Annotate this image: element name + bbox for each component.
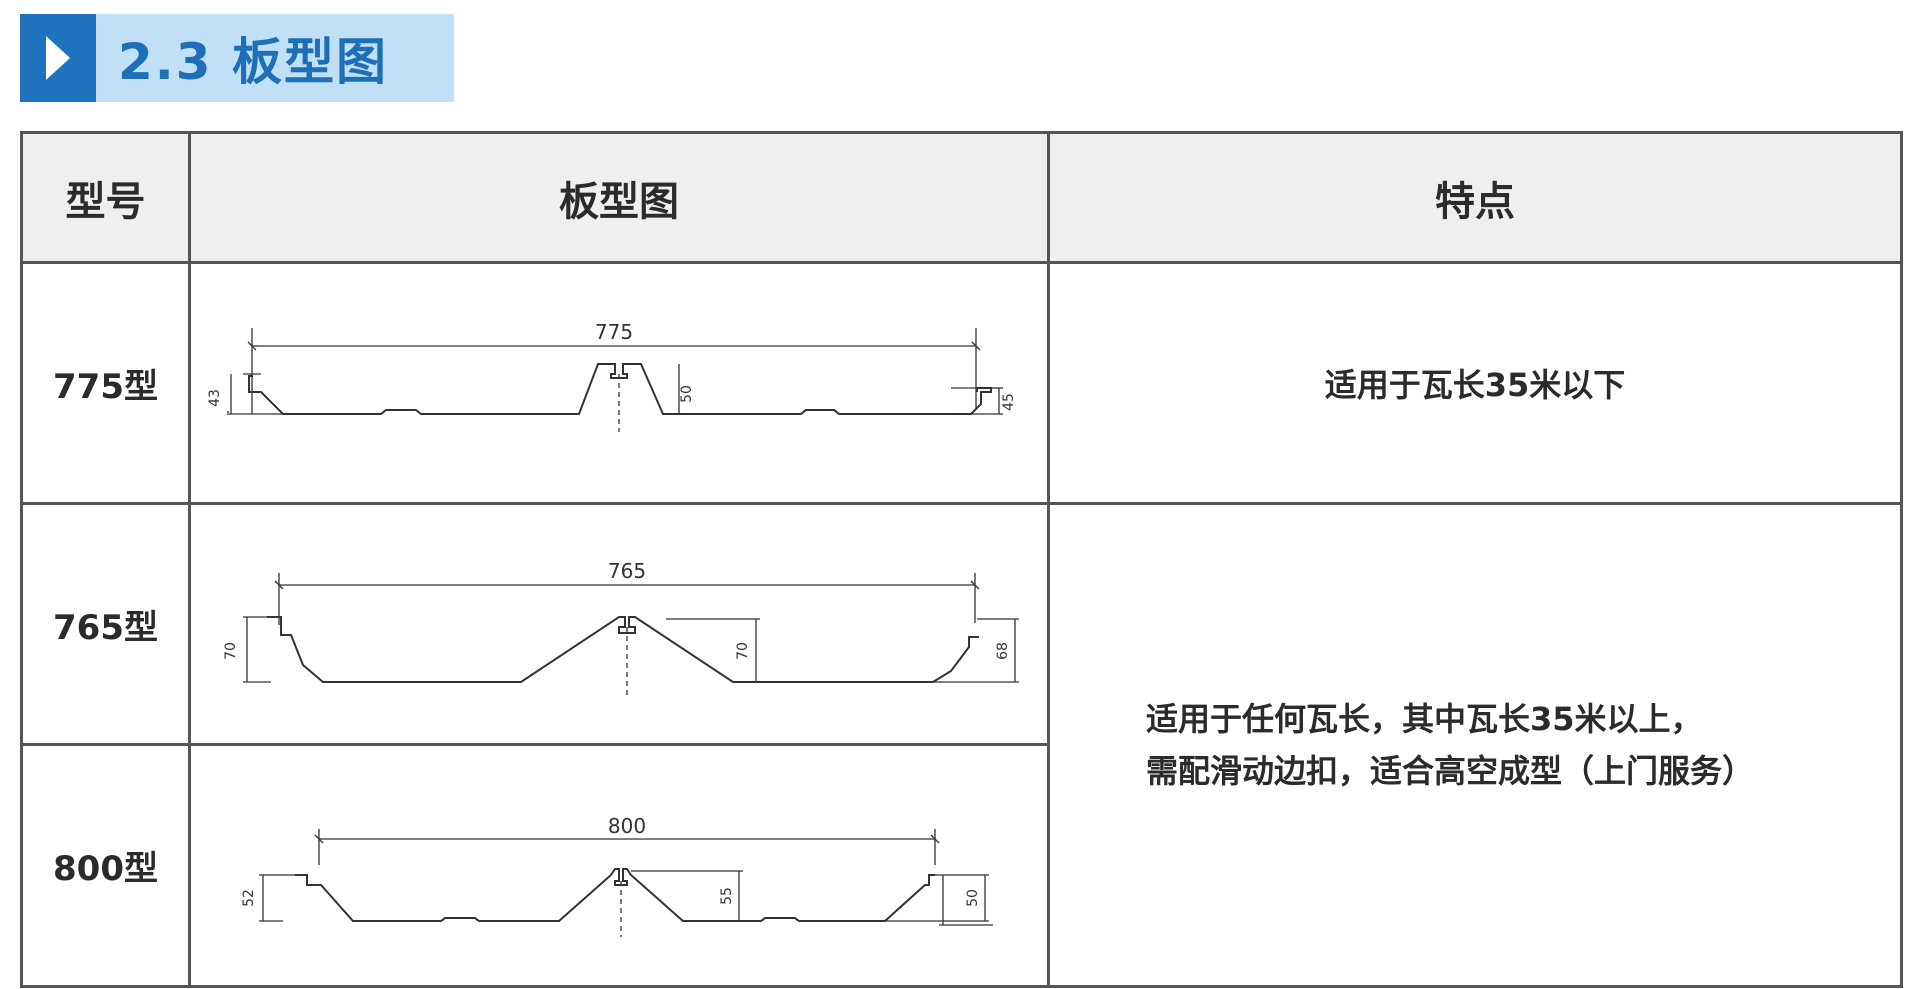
right-height-label: 68 xyxy=(995,642,1011,660)
model-775: 775型 xyxy=(20,261,191,505)
width-label: 765 xyxy=(608,559,646,583)
feature-775: 适用于瓦长35米以下 xyxy=(1047,261,1903,505)
right-height-label: 45 xyxy=(1001,393,1017,411)
header-feature: 特点 xyxy=(1047,131,1903,264)
section-title: 2.3 板型图 xyxy=(118,33,388,91)
mid-height-label: 50 xyxy=(679,385,695,403)
profile-drawing-800: 800 52 55 50 xyxy=(241,814,993,937)
play-arrow-icon xyxy=(20,14,96,102)
drawing-765: 765 70 70 68 xyxy=(188,502,1050,746)
table-row: 775型 xyxy=(20,261,1903,505)
feature-line-2: 需配滑动边扣，适合高空成型（上门服务） xyxy=(1146,752,1755,790)
profile-drawing-765: 765 70 70 68 xyxy=(223,559,1019,695)
section-header: 2.3 板型图 xyxy=(20,14,454,102)
profile-table: 型号 板型图 特点 775型 xyxy=(20,131,1903,988)
left-height-label: 70 xyxy=(223,642,239,660)
model-800: 800型 xyxy=(20,743,191,988)
table-header-row: 型号 板型图 特点 xyxy=(20,131,1903,264)
feature-line-1: 适用于任何瓦长，其中瓦长35米以上， xyxy=(1146,700,1703,738)
width-label: 775 xyxy=(595,320,633,344)
mid-height-label: 55 xyxy=(719,887,735,905)
model-765: 765型 xyxy=(20,502,191,746)
width-label: 800 xyxy=(608,814,646,838)
header-drawing: 板型图 xyxy=(188,131,1050,264)
mid-height-label: 70 xyxy=(735,642,751,660)
section-title-box: 2.3 板型图 xyxy=(96,14,454,102)
left-height-label: 43 xyxy=(207,389,223,407)
profile-drawing-775: 775 43 50 45 xyxy=(207,320,1017,432)
right-height-label: 50 xyxy=(965,889,981,907)
feature-765-800: 适用于任何瓦长，其中瓦长35米以上， 需配滑动边扣，适合高空成型（上门服务） xyxy=(1047,502,1903,988)
table-row: 800型 xyxy=(20,743,1902,988)
drawing-800: 800 52 55 50 xyxy=(188,743,1050,988)
header-model: 型号 xyxy=(20,131,191,264)
left-height-label: 52 xyxy=(241,889,257,907)
drawing-775: 775 43 50 45 xyxy=(188,261,1050,505)
table-row: 765型 xyxy=(20,502,1903,988)
